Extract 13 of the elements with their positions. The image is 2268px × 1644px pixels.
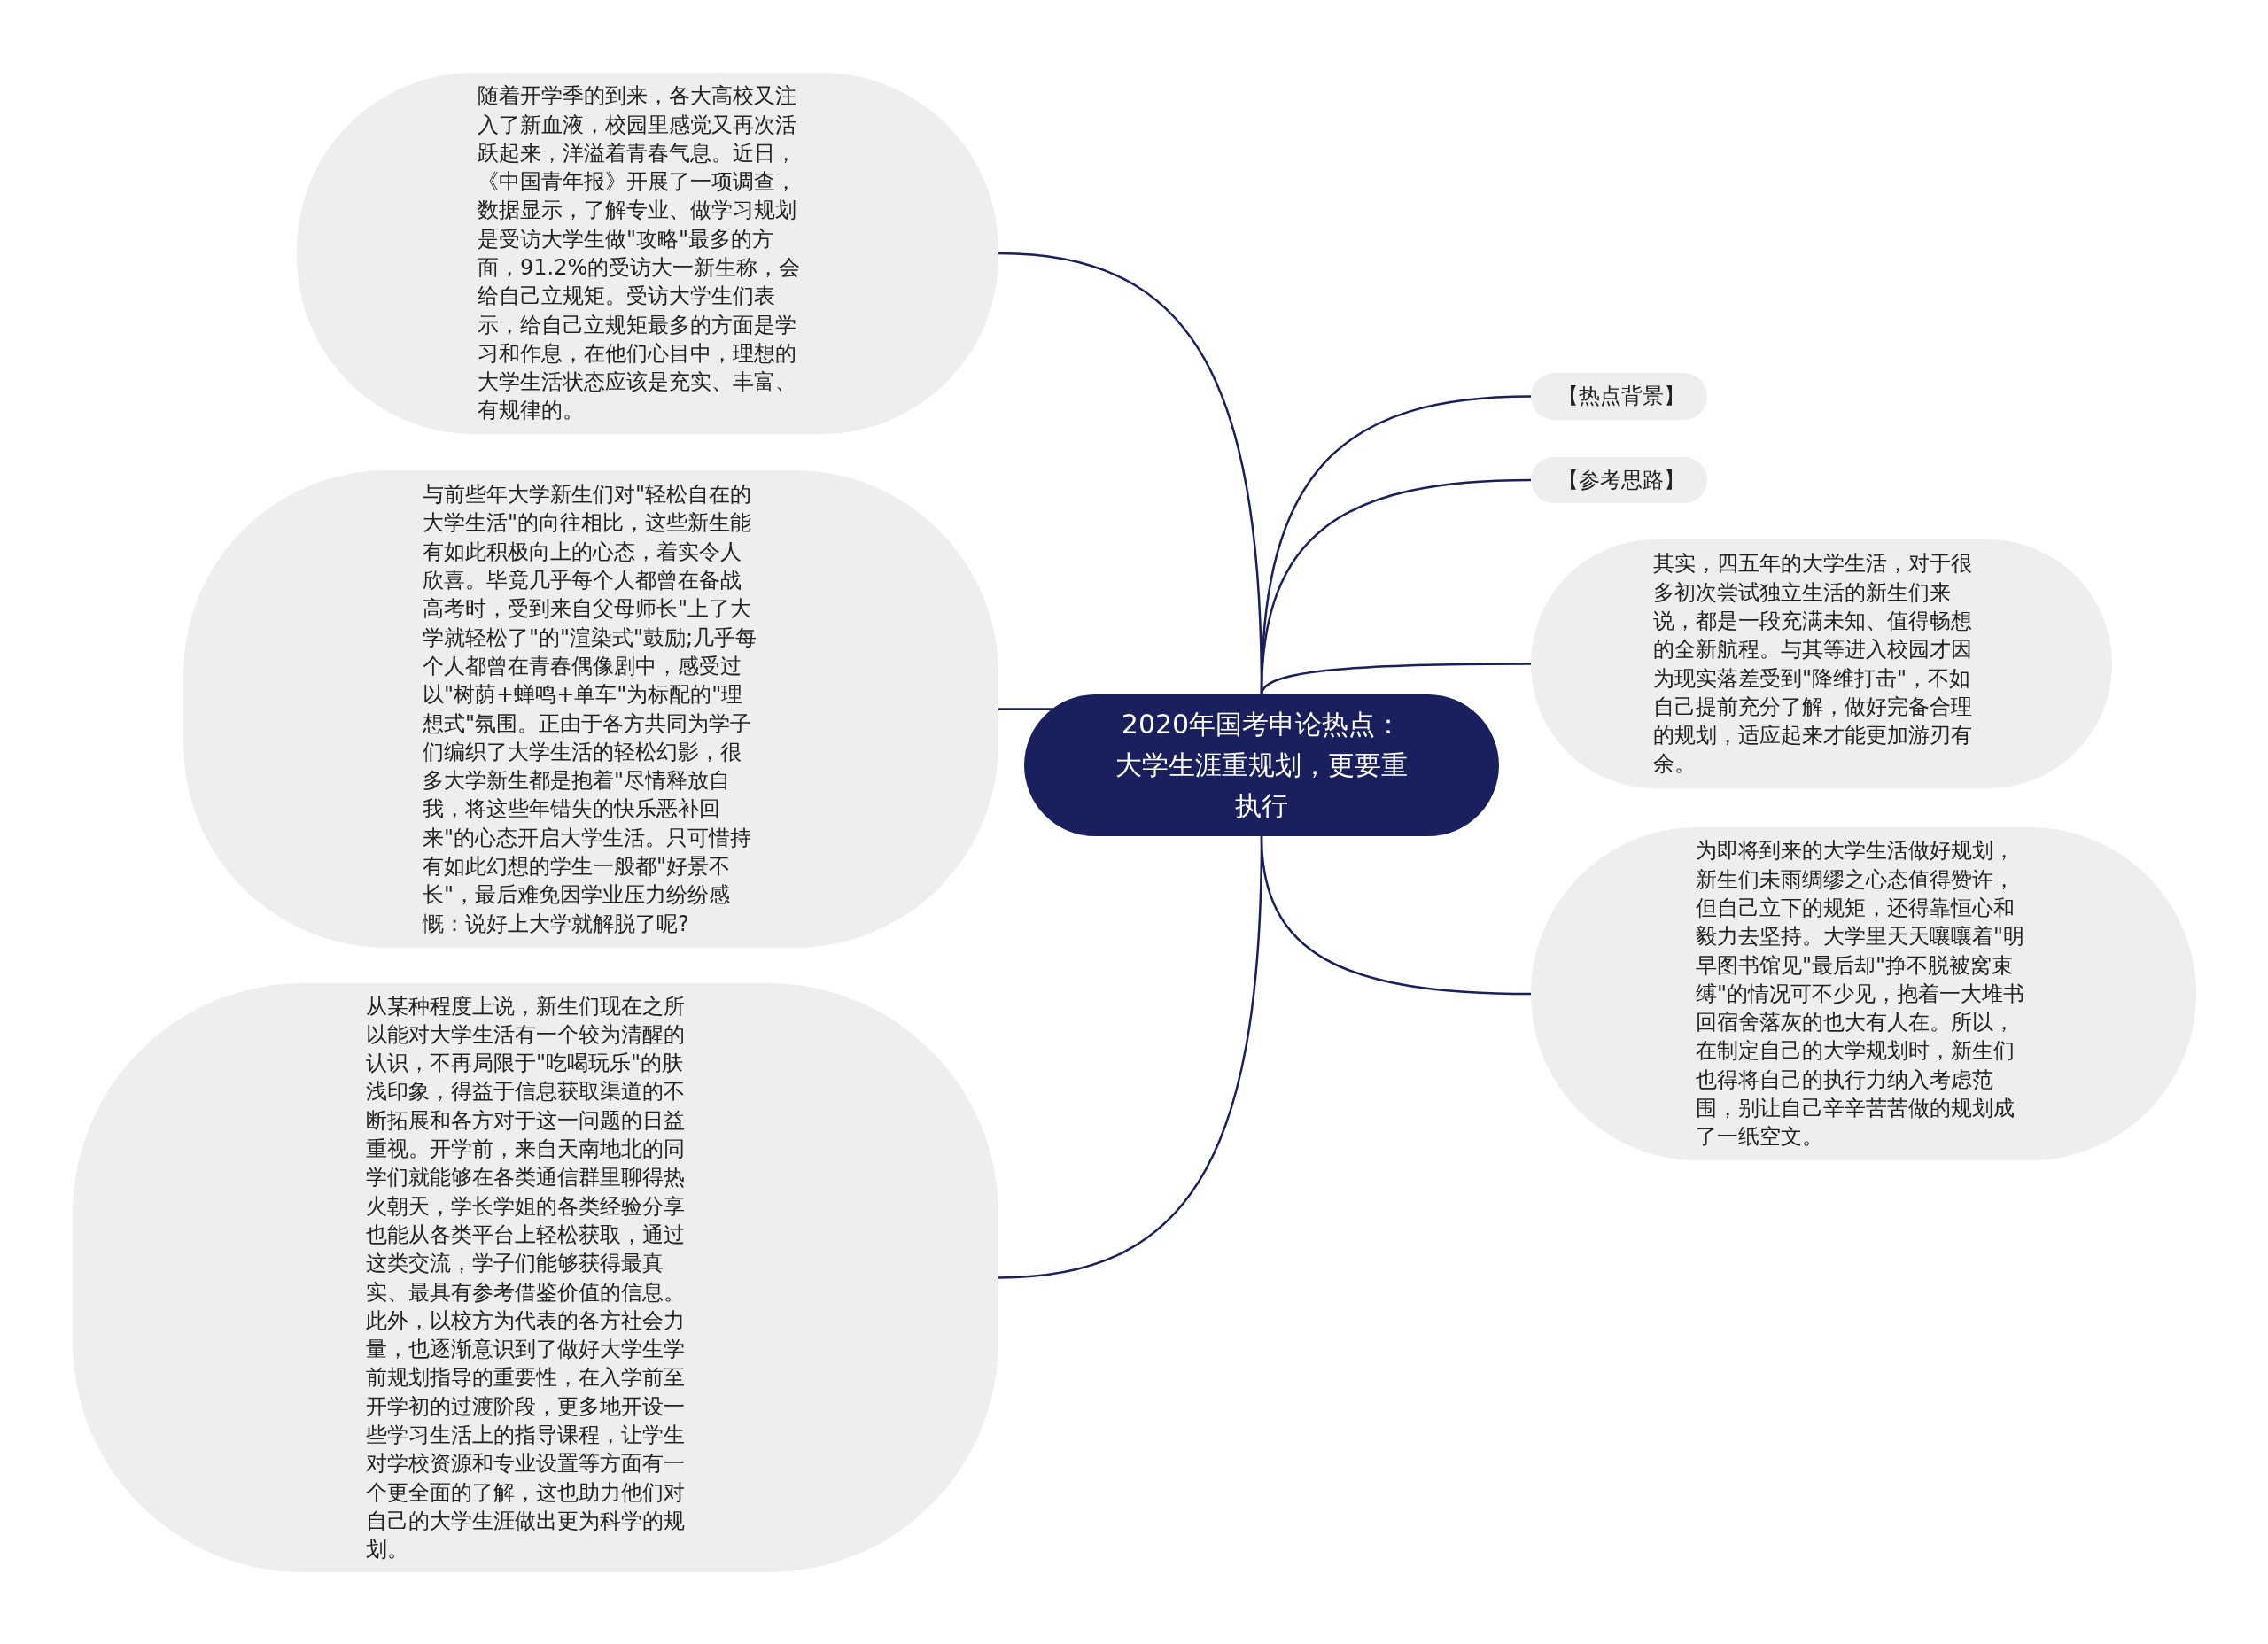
bubble-text: 与前些年大学新生们对"轻松自在的大学生活"的向往相比，这些新生能有如此积极向上的心态，着实令人欣喜。毕竟几乎每个人都曾在备战高考时，受到来自父母师长"上了大学就轻松了"的"渲染式"鼓励;几乎每个人都曾在青春偶像剧中，感受过以"树荫+蝉鸣+单车"为标配的"理想式"氛围。正由于各方共同为学子们编织了大学生活的轻松幻影，很多大学新生都是抱着"尽情释放自我，将这些年错失的快乐恶补回来"的心态开启大学生活。只可惜持有如此幻想的学生一般都"好景不长"，最后难免因学业压力纷纷感慨：说好上大学就解脱了呢? bbox=[423, 481, 757, 938]
topic-title: 2020年国考申论热点：大学生涯重规划，更要重执行 bbox=[1115, 708, 1409, 823]
bubble-text: 【热点背景】 bbox=[1557, 383, 1686, 411]
connector-line bbox=[998, 708, 1054, 710]
bubble-text: 从某种程度上说，新生们现在之所以能对大学生活有一个较为清醒的认识，不再局限于"吃喝玩乐"的肤浅印象，得益于信息获取渠道的不断拓展和各方对于这一问题的日益重视。开学前，来自天南地北的同学们就能够在各类通信群里聊得热火朝天，学长学姐的各类经验分享也能从各类平台上轻松获取，通过这类交流，学子们能够获得最真实、最具有参考借鉴价值的信息。此外，以校方为代表的各方社会力量，也逐渐意识到了做好大学生学前规划指导的重要性，在入学前至开学初的过渡阶段，更多地开设一些学习生活上的指导课程，让学生对学校资源和专业设置等方面有一个更全面的了解，这也助力他们对自己的大学生涯做出更为科学的规划。 bbox=[366, 992, 686, 1564]
topic-bubble bbox=[1531, 457, 1707, 503]
bubble-text: 随着开学季的到来，各大高校又注入了新血液，校园里感觉又再次活跃起来，洋溢着青春气息。近日，《中国青年报》开展了一项调查，数据显示，了解专业、做学习规划是受访大学生做"攻略"最多的方面，91.2%的受访大一新生称，会给自己立规矩。受访大学生们表示，给自己立规矩最多的方面是学习和作息，在他们心目中，理想的大学生活状态应该是充实、丰富、有规律的。 bbox=[478, 82, 802, 425]
connector-line bbox=[1260, 663, 1531, 695]
bubble-text: 【参考思路】 bbox=[1557, 466, 1686, 494]
bubble-text: 其实，四五年的大学生活，对于很多初次尝试独立生活的新生们来说，都是一段充满未知、值得畅想的全新航程。与其等进入校园才因为现实落差受到"降维打击"，不如自己提前充分了解，做好完备合理的规划，适应起来才能更加游刃有余。 bbox=[1653, 550, 1973, 779]
connector-line bbox=[1260, 835, 1532, 996]
bubble-text: 为即将到来的大学生活做好规划，新生们未雨绸缪之心态值得赞许，但自己立下的规矩，还得靠恒心和毅力去坚持。大学里天天嚷嚷着"明早图书馆见"最后却"挣不脱被窝束缚"的情况可不少见，抱着一大堆书回宿舍落灰的也大有人在。所以，在制定自己的大学规划时，新生们也得将自己的执行力纳入考虑范围，别让自己辛辛苦苦做的规划成了一纸空文。 bbox=[1696, 837, 2026, 1152]
topic-bubble bbox=[1531, 373, 1707, 420]
